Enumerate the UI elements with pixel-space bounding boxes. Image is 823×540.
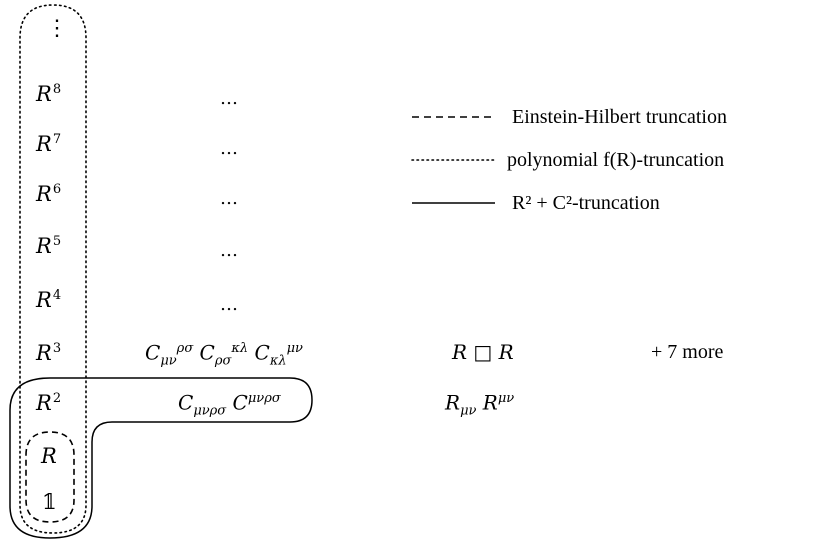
R4-label: R4 bbox=[36, 288, 62, 312]
plus-7-more: + 7 more bbox=[651, 341, 724, 363]
R7-label: R7 bbox=[36, 132, 62, 156]
R6-label: R6 bbox=[36, 182, 62, 206]
legend-polynomial-fR: polynomial f(R)-truncation bbox=[507, 149, 725, 171]
vdots: ⋮ bbox=[46, 16, 68, 41]
R8-label: R8 bbox=[36, 82, 62, 106]
R-label: R bbox=[41, 444, 57, 468]
R2-label: R2 bbox=[36, 391, 62, 415]
R5-label: R5 bbox=[36, 234, 62, 258]
ellipsis-R5-row: … bbox=[220, 240, 240, 261]
legend-R2-C2: R² + C²-truncation bbox=[512, 192, 660, 214]
weyl-squared-term: Cμνρσ Cμνρσ bbox=[178, 390, 281, 419]
ellipsis-R8-row: … bbox=[220, 88, 240, 109]
legend-einstein-hilbert: Einstein-Hilbert truncation bbox=[512, 106, 727, 128]
C-cubed-term: Cμνρσ Cρσκλ Cκλμν bbox=[145, 340, 303, 369]
R-box-R-term: R □ R bbox=[452, 340, 514, 364]
solid-R2C2-box bbox=[9, 377, 313, 539]
dashed-EH-box bbox=[25, 431, 75, 523]
ellipsis-R7-row: … bbox=[220, 138, 240, 159]
ellipsis-R4-row: … bbox=[220, 294, 240, 315]
ellipsis-R6-row: … bbox=[220, 188, 240, 209]
R3-label: R3 bbox=[36, 341, 62, 365]
ricci-squared-term: Rμν Rμν bbox=[445, 390, 515, 419]
identity-label: 𝟙 bbox=[42, 490, 57, 514]
